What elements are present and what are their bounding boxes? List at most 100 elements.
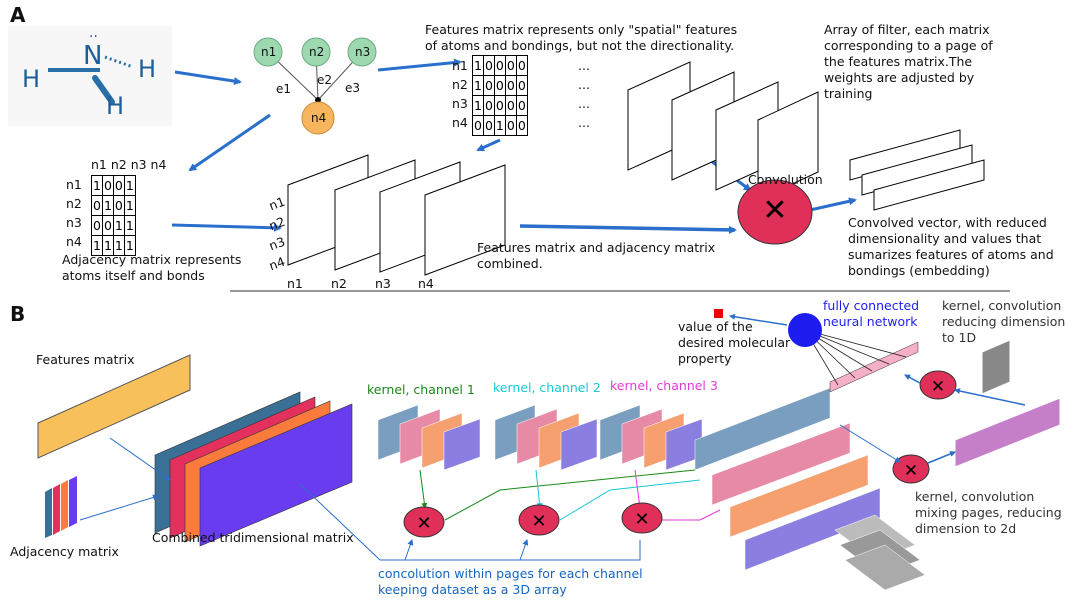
svg-text:✕: ✕ xyxy=(531,511,546,532)
convolved-caption-line-2: dimensionality and values that xyxy=(848,231,1042,246)
matrix-cell: 0 xyxy=(472,115,484,136)
arrow-pages-to-mix xyxy=(839,424,901,463)
kernel-1d-caption-line-1: kernel, convolution xyxy=(942,298,1062,313)
kernel-channel-1-tiles xyxy=(377,404,481,471)
ammonia-molecule xyxy=(8,26,172,126)
adjacency-row-label: n2 xyxy=(66,196,82,211)
filter-caption-line-2: corresponding to a page of xyxy=(824,38,993,53)
lone-pair: ·· xyxy=(89,29,98,45)
combined-col-n4: n4 xyxy=(418,276,434,291)
ellipsis: ... xyxy=(578,77,590,92)
features-caption-line-1: Features matrix represents only "spatial… xyxy=(425,22,738,37)
svg-text:✕: ✕ xyxy=(634,509,649,530)
kernel-1d-caption-line-2: reducing dimension xyxy=(942,314,1065,329)
adjacency-caption-line-2: atoms itself and bonds xyxy=(62,268,205,283)
channel-2-line xyxy=(559,479,701,521)
filter-caption-line-4: weights are adjusted by xyxy=(824,70,975,85)
fc-caption-line-2: neural network xyxy=(823,314,918,329)
matrix-cell: 1 xyxy=(493,115,506,136)
kernel-2d-caption-line-1: kernel, convolution xyxy=(915,489,1035,504)
arrow-1d-conv-to-vector xyxy=(904,374,921,384)
channel-1-line xyxy=(444,469,696,521)
kernel-1d-gray xyxy=(981,339,1011,395)
arrow-graph-to-adjacency xyxy=(188,113,271,172)
adjacency-matrix-shape xyxy=(45,476,77,538)
arrow-features-to-combined xyxy=(476,138,501,152)
kernel-channel-3-label: kernel, channel 3 xyxy=(610,378,718,393)
matrix-cell: 1 xyxy=(472,95,484,116)
matrix-cell: 0 xyxy=(101,215,114,236)
filter-caption-line-5: training xyxy=(824,86,873,101)
atom-h-right: H xyxy=(138,55,157,83)
kernel-channel-2-label: kernel, channel 2 xyxy=(493,380,601,395)
atom-h-left: H xyxy=(22,65,41,93)
matrix-cell: 0 xyxy=(504,75,517,96)
mixed-2d-matrix xyxy=(954,397,1061,468)
ellipsis: ... xyxy=(578,96,590,111)
convolution-label: Convolution xyxy=(748,172,823,187)
combined-col-n2: n2 xyxy=(331,276,347,291)
arrow-molecule-to-graph xyxy=(174,70,242,86)
svg-text:✕: ✕ xyxy=(931,377,945,397)
kernel-channel-1-label: kernel, channel 1 xyxy=(367,382,475,397)
atom-n: N xyxy=(83,41,103,71)
features-row-label: n4 xyxy=(452,115,468,130)
combined-caption-line-1: Features matrix and adjacency matrix xyxy=(477,240,716,255)
graph-edge-e1: e1 xyxy=(276,82,292,96)
fc-caption-line-1: fully connected xyxy=(823,298,920,313)
channel-3-line xyxy=(660,509,721,521)
combined-3d-matrix xyxy=(154,391,353,547)
matrix-cell: 0 xyxy=(515,55,528,76)
combined-col-n3: n3 xyxy=(375,276,391,291)
graph-node-n3: n3 xyxy=(355,45,371,59)
matrix-cell: 0 xyxy=(515,95,528,116)
matrix-cell: 0 xyxy=(482,115,495,136)
combined-col-n1: n1 xyxy=(287,276,303,291)
matrix-cell: 0 xyxy=(482,95,495,116)
adjacency-caption-line-1: Adjacency matrix represents xyxy=(62,252,242,267)
matrix-cell: 0 xyxy=(91,195,103,216)
arrow-within-1 xyxy=(404,539,414,561)
matrix-cell: 1 xyxy=(101,195,114,216)
features-row-label: n1 xyxy=(452,58,468,73)
graph-edge-e2: e2 xyxy=(317,73,333,87)
matrix-cell: 0 xyxy=(493,95,506,116)
graph-node-n2: n2 xyxy=(309,45,325,59)
convolved-pages-stack xyxy=(694,387,881,571)
convolved-caption-line-3: sumarizes features of atoms and xyxy=(848,247,1054,262)
matrix-cell: 0 xyxy=(101,175,114,196)
arrow-fc-to-output xyxy=(729,313,788,326)
matrix-cell: 1 xyxy=(123,175,136,196)
arrow-channel-2 xyxy=(535,469,543,509)
matrix-cell: 0 xyxy=(504,55,517,76)
matrix-cell: 0 xyxy=(493,55,506,76)
kernel-channel-3-tiles xyxy=(599,404,703,471)
conv-node-mix: ✕ xyxy=(892,454,930,484)
arrow-within-2 xyxy=(519,539,529,561)
convolved-caption-line-1: Convolved vector, with reduced xyxy=(848,215,1047,230)
matrix-cell: 1 xyxy=(123,235,136,256)
panel-b-label: B xyxy=(10,302,26,326)
conv-node-channel-1: ✕ xyxy=(403,506,445,538)
kernel-channel-2-tiles xyxy=(494,404,598,471)
arrow-channel-1 xyxy=(419,469,428,509)
svg-text:✕: ✕ xyxy=(762,193,787,228)
svg-text:✕: ✕ xyxy=(416,513,431,534)
within-pages-path xyxy=(299,483,641,561)
arrow-channel-3 xyxy=(634,469,643,509)
filter-stack xyxy=(627,61,819,201)
matrix-cell: 0 xyxy=(504,115,517,136)
combined-3d-label: Combined tridimensional matrix xyxy=(152,530,354,545)
filter-caption-line-1: Array of filter, each matrix xyxy=(824,22,990,37)
matrix-cell: 0 xyxy=(112,175,125,196)
graph-node-n1: n1 xyxy=(261,45,277,59)
arrow-adjacency-to-combined xyxy=(171,223,282,232)
matrix-cell: 0 xyxy=(482,75,495,96)
ellipsis: ... xyxy=(578,58,590,73)
matrix-cell: 1 xyxy=(123,195,136,216)
output-value-square xyxy=(714,309,723,318)
kernel-2d-caption-line-3: dimension to 2d xyxy=(915,521,1017,536)
arrow-adj-to-combined xyxy=(79,494,159,521)
matrix-cell: 0 xyxy=(112,195,125,216)
matrix-cell: 0 xyxy=(91,215,103,236)
